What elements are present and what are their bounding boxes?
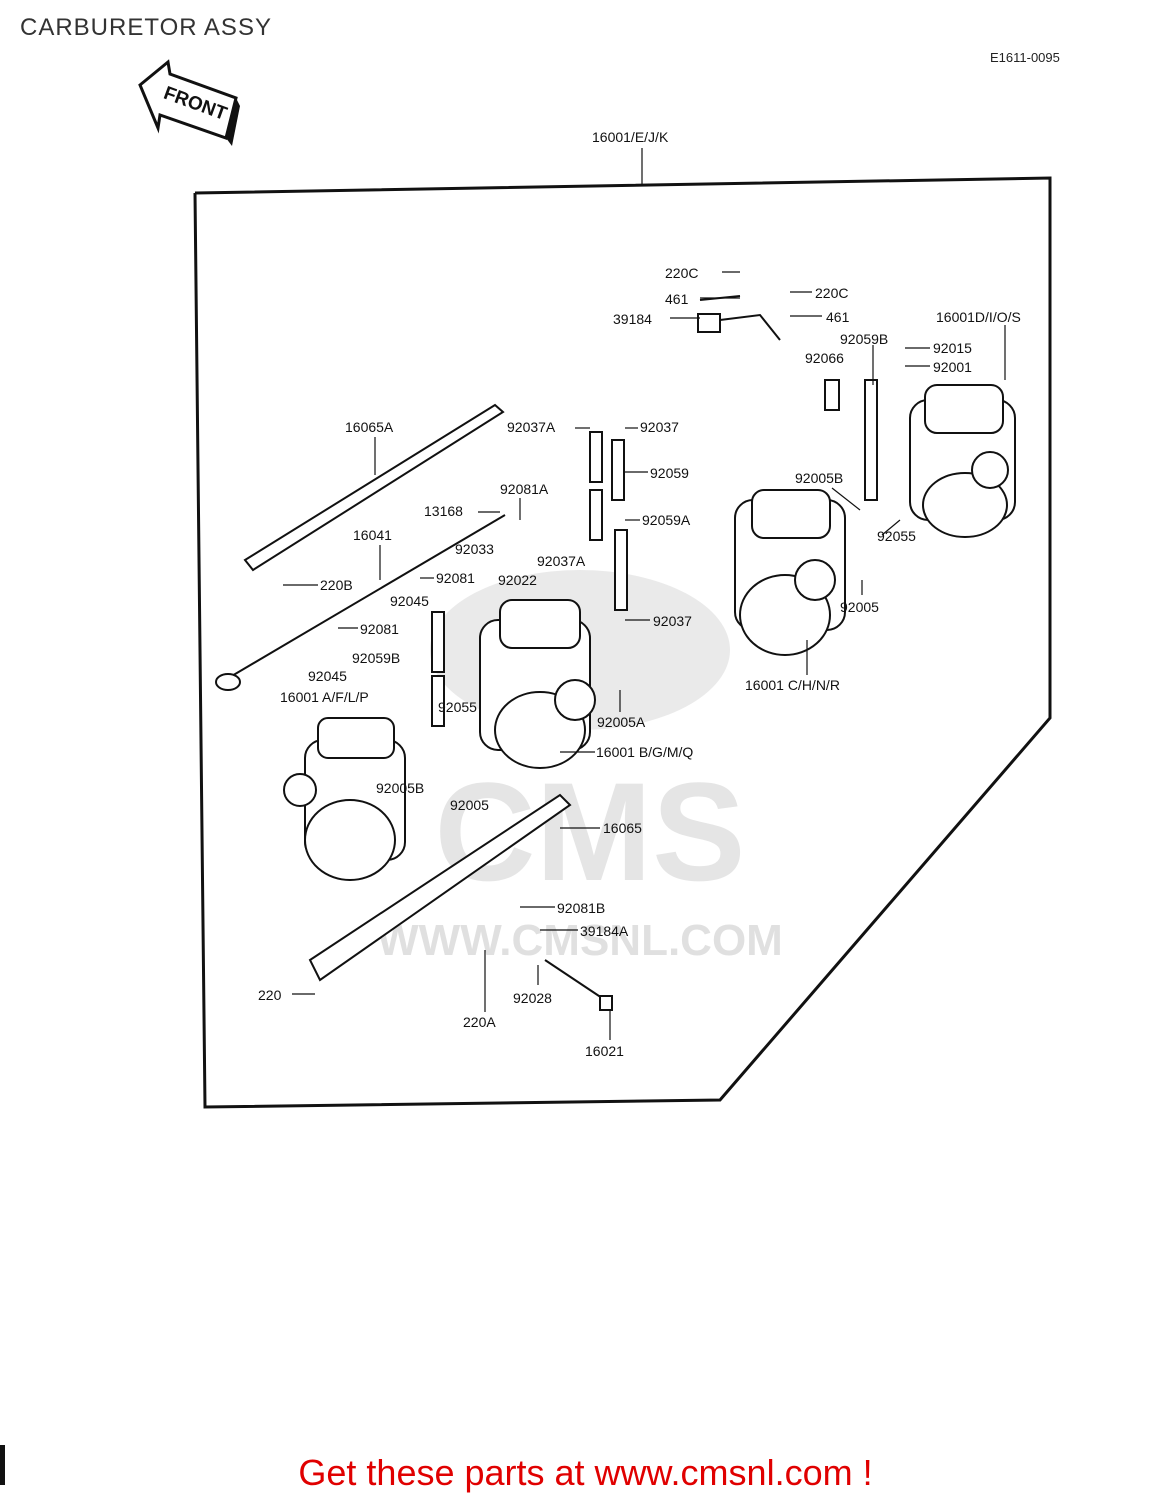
carburetor-c (734, 489, 846, 656)
part-label-220c: 220C (665, 265, 698, 281)
part-label-92022: 92022 (498, 572, 537, 588)
part-label-461: 461 (665, 291, 689, 307)
part-label-220: 220 (258, 987, 282, 1003)
part-label-92037a-2: 92037A (537, 553, 586, 569)
part-label-16001ejk: 16001/E/J/K (592, 129, 669, 145)
part-label-16001bgmq: 16001 B/G/M/Q (596, 744, 693, 760)
part-label-16001chnr: 16001 C/H/N/R (745, 677, 840, 693)
carburetor-d (909, 384, 1016, 538)
exploded-parts-diagram: CMS WWW.CMSNL.COM FRONT (138, 59, 1052, 1109)
part-label-92045-2: 92045 (308, 668, 347, 684)
part-label-16065: 16065 (603, 820, 642, 836)
part-label-220c-2: 220C (815, 285, 848, 301)
part-label-13168: 13168 (424, 503, 463, 519)
part-label-92005-2: 92005 (450, 797, 489, 813)
part-label-92081a: 92081A (500, 481, 549, 497)
watermark-url: WWW.CMSNL.COM (377, 916, 783, 965)
part-label-16041: 16041 (353, 527, 392, 543)
part-label-220b: 220B (320, 577, 353, 593)
part-labels: 16001/E/J/K 220C 461 39184 220C 461 1600… (258, 129, 1021, 1059)
carburetor-b (479, 599, 596, 769)
part-label-92059a: 92059A (642, 512, 691, 528)
part-label-92059: 92059 (650, 465, 689, 481)
part-label-461-2: 461 (826, 309, 850, 325)
part-label-16001dios: 16001D/I/O/S (936, 309, 1021, 325)
part-label-92015: 92015 (933, 340, 972, 356)
part-label-16065a: 16065A (345, 419, 394, 435)
part-label-16021: 16021 (585, 1043, 624, 1059)
front-arrow-icon: FRONT (138, 59, 240, 146)
choke-lever-39184 (697, 295, 781, 341)
part-label-92001: 92001 (933, 359, 972, 375)
part-label-92033: 92033 (455, 541, 494, 557)
part-label-92059b: 92059B (840, 331, 888, 347)
part-label-92005: 92005 (840, 599, 879, 615)
part-label-92037: 92037 (640, 419, 679, 435)
part-label-92045: 92045 (390, 593, 429, 609)
part-label-92081b: 92081B (557, 900, 605, 916)
watermark-brand: CMS (434, 753, 745, 910)
tubes (431, 379, 878, 727)
part-label-92055-2: 92055 (438, 699, 477, 715)
assembly-frame (193, 148, 1052, 1109)
throttle-shaft-16041 (215, 514, 506, 691)
part-label-220a: 220A (463, 1014, 496, 1030)
part-label-92081: 92081 (436, 570, 475, 586)
part-label-92028: 92028 (513, 990, 552, 1006)
part-label-92037a: 92037A (507, 419, 556, 435)
part-label-92066: 92066 (805, 350, 844, 366)
lower-bracket-16065 (308, 793, 572, 982)
part-label-92055: 92055 (877, 528, 916, 544)
upper-bracket-16065a (243, 403, 505, 572)
part-label-39184: 39184 (613, 311, 652, 327)
promo-link[interactable]: Get these parts at www.cmsnl.com ! (298, 1452, 873, 1493)
part-label-92005a: 92005A (597, 714, 646, 730)
diagram-code: E1611-0095 (990, 50, 1060, 65)
part-label-92005b-2: 92005B (376, 780, 424, 796)
part-label-92037-2: 92037 (653, 613, 692, 629)
carburetor-a (283, 717, 406, 881)
edge-mark (0, 1445, 5, 1485)
adjust-screw-16021 (544, 959, 613, 1011)
page-title: CARBURETOR ASSY (20, 14, 272, 41)
part-label-39184a: 39184A (580, 923, 629, 939)
part-label-92005b: 92005B (795, 470, 843, 486)
part-label-92059b-2: 92059B (352, 650, 400, 666)
part-label-92081-2: 92081 (360, 621, 399, 637)
part-label-16001aflp: 16001 A/F/L/P (280, 689, 369, 705)
leader-lines (283, 271, 1006, 1040)
